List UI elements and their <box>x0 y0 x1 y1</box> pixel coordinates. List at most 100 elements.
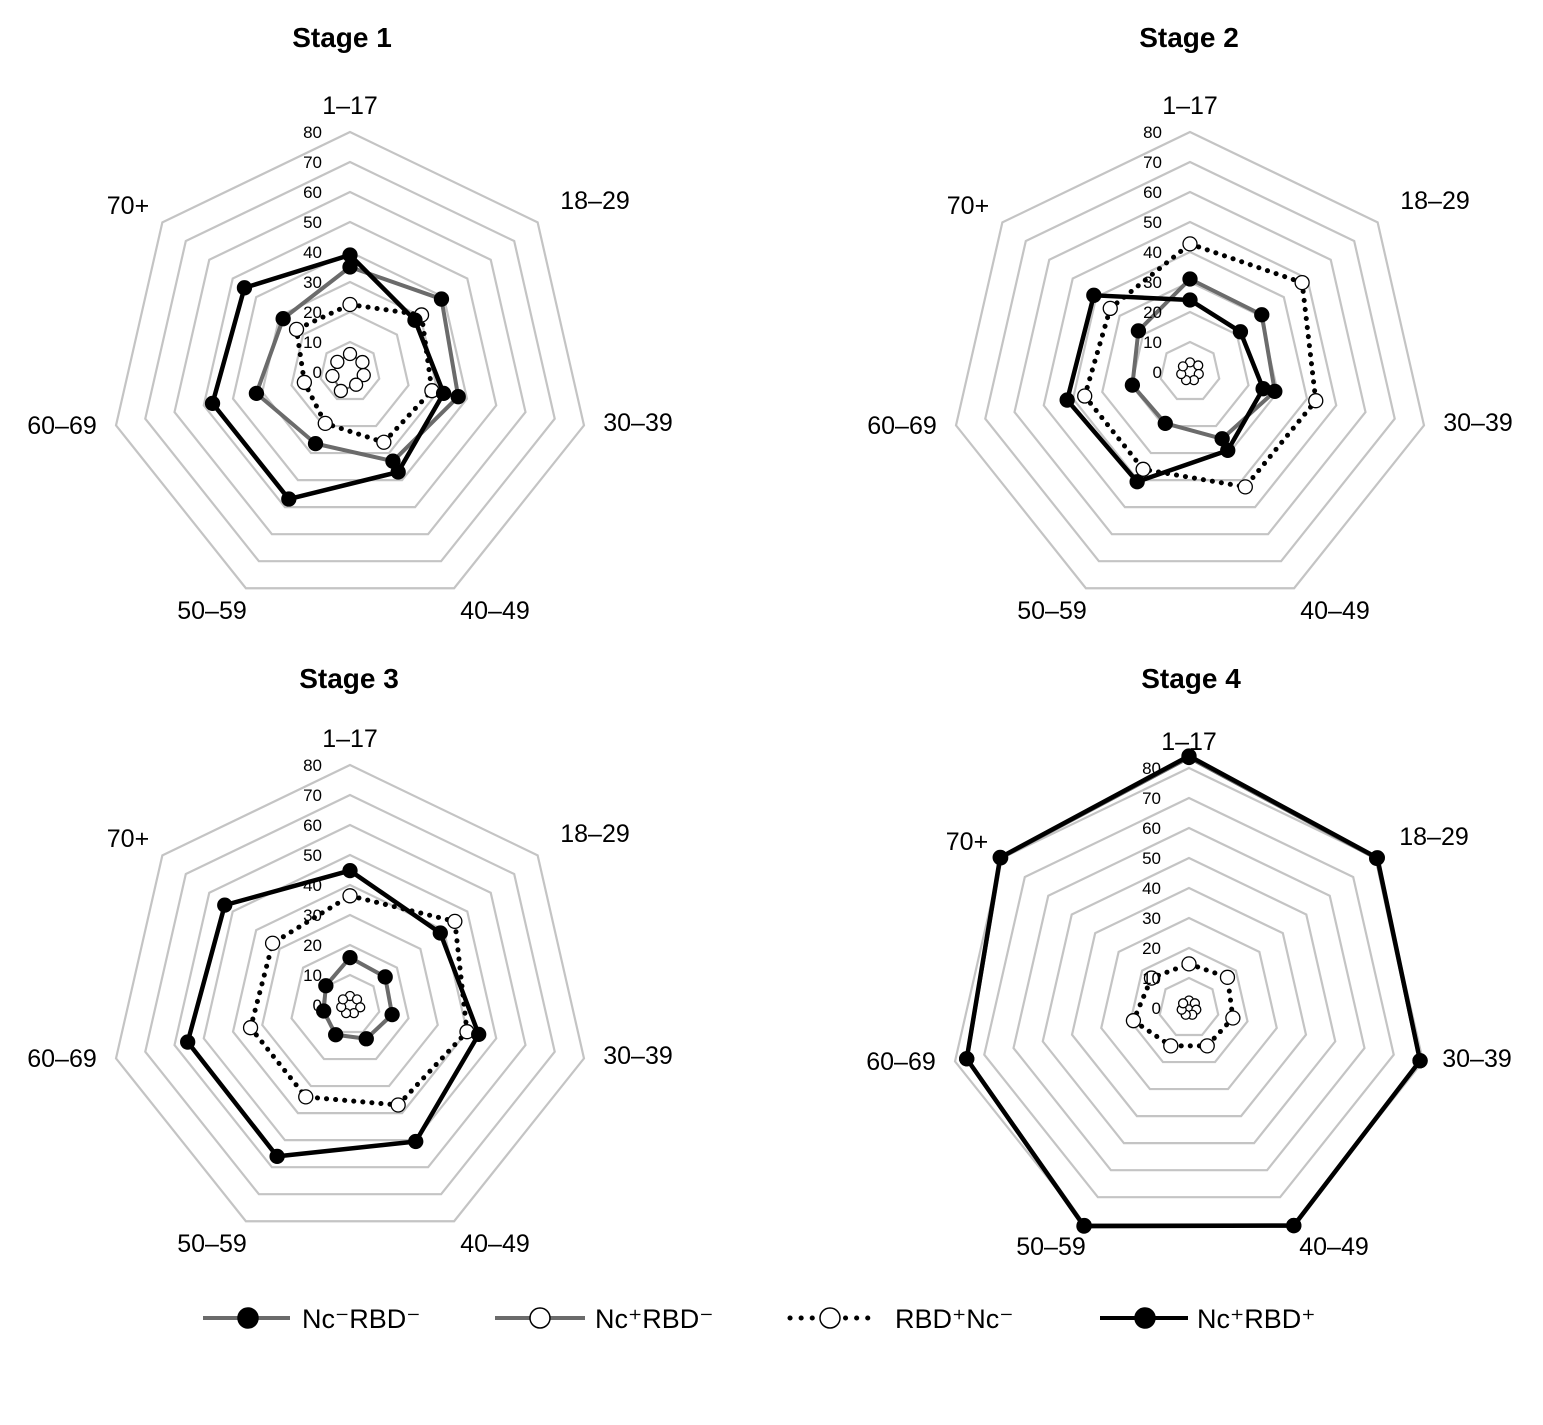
axis-label: 40–49 <box>1300 597 1370 625</box>
axis-label: 30–39 <box>1443 409 1513 437</box>
grid-ring-30 <box>261 913 439 1088</box>
radial-tick-label: 10 <box>1142 969 1161 988</box>
grid-ring-70 <box>144 160 556 563</box>
data-point-nc_neg_rbd_neg <box>384 1006 400 1023</box>
radial-tick-label: 20 <box>1142 939 1161 958</box>
grid-ring-60 <box>173 823 527 1169</box>
grid-ring-40 <box>1070 886 1308 1118</box>
data-point-nc_pos_rbd_neg <box>355 1002 366 1013</box>
panel-title: Stage 3 <box>299 663 399 694</box>
grid-ring-80 <box>114 763 586 1223</box>
data-point-nc_neg_rbd_neg <box>450 389 466 405</box>
grid-ring-10 <box>319 340 381 401</box>
grid-ring-60 <box>1012 826 1366 1172</box>
series-nc_pos_rbd_pos <box>180 862 487 1165</box>
data-point-nc_pos_rbd_pos <box>1255 381 1271 397</box>
data-point-nc_neg_rbd_neg <box>316 1003 332 1019</box>
data-point-nc_pos_rbd_pos <box>1220 442 1236 459</box>
grid-ring-40 <box>1071 250 1309 482</box>
grid-ring-40 <box>231 250 469 482</box>
series-line-nc_pos_rbd_pos <box>210 252 446 502</box>
data-point-nc_pos_rbd_pos <box>1076 1218 1092 1234</box>
axis-label: 50–59 <box>1016 1233 1086 1261</box>
radial-tick-label: 40 <box>1142 879 1161 898</box>
data-point-nc_pos_rbd_pos <box>1129 474 1145 490</box>
radial-tick-label: 50 <box>303 846 322 865</box>
radial-tick-label: 70 <box>1143 153 1162 172</box>
radial-tick-label: 70 <box>1142 789 1161 808</box>
radial-tick-label: 10 <box>1143 333 1162 352</box>
data-point-rbd_pos_nc_neg <box>1181 956 1197 972</box>
radial-tick-label: 80 <box>303 123 322 142</box>
data-point-rbd_pos_nc_neg <box>1219 969 1236 985</box>
data-point-nc_neg_rbd_neg <box>358 1031 374 1047</box>
data-point-nc_pos_rbd_pos <box>390 464 406 480</box>
axis-label: 30–39 <box>603 409 673 437</box>
axis-label: 50–59 <box>1017 597 1087 625</box>
radial-tick-label: 80 <box>1143 123 1162 142</box>
radial-tick-label: 70 <box>303 786 322 805</box>
data-point-nc_pos_rbd_pos <box>281 491 297 507</box>
data-point-rbd_pos_nc_neg <box>390 1097 406 1113</box>
radial-tick-label: 0 <box>1153 363 1162 382</box>
data-point-rbd_pos_nc_neg <box>1308 393 1324 409</box>
axis-label: 1–17 <box>322 92 378 120</box>
radar-panel-stage-4: Stage 41–1718–2930–3940–4950–5960–6970+0… <box>866 663 1512 1261</box>
grid-ring-10 <box>1159 340 1221 401</box>
legend-marker <box>819 1307 841 1329</box>
radial-tick-label: 0 <box>313 996 322 1015</box>
grid-ring-30 <box>1100 916 1278 1091</box>
data-point-rbd_pos_nc_neg <box>342 888 358 904</box>
grid-ring-50 <box>202 853 498 1142</box>
axis-label: 30–39 <box>1442 1045 1512 1073</box>
axis-label: 70+ <box>946 828 988 856</box>
radial-tick-label: 40 <box>1143 243 1162 262</box>
legend-item-rbd_pos_nc_neg: RBD⁺Nc⁻ <box>787 1304 1014 1334</box>
data-point-nc_pos_rbd_neg <box>337 994 349 1005</box>
grid-ring-70 <box>144 793 556 1196</box>
panel-title: Stage 1 <box>292 22 392 53</box>
data-point-nc_neg_rbd_neg <box>1124 377 1141 393</box>
data-point-nc_pos_rbd_neg <box>325 368 340 384</box>
data-point-nc_pos_rbd_neg <box>330 354 345 370</box>
radar-panel-stage-2: Stage 21–1718–2930–3940–4950–5960–6970+0… <box>867 22 1513 625</box>
axis-label: 60–69 <box>27 412 97 440</box>
radar-panel-stage-3: Stage 31–1718–2930–3940–4950–5960–6970+0… <box>27 663 673 1258</box>
data-point-nc_neg_rbd_neg <box>318 978 334 994</box>
radial-tick-label: 30 <box>303 906 322 925</box>
radial-tick-label: 60 <box>303 183 322 202</box>
data-point-rbd_pos_nc_neg <box>288 321 305 338</box>
data-point-nc_neg_rbd_neg <box>275 311 291 327</box>
data-point-rbd_pos_nc_neg <box>1125 1013 1142 1029</box>
grid-ring-70 <box>984 160 1396 563</box>
data-point-nc_pos_rbd_pos <box>992 849 1008 866</box>
data-point-rbd_pos_nc_neg <box>342 296 358 313</box>
axis-label: 60–69 <box>866 1048 936 1076</box>
data-point-nc_neg_rbd_neg <box>307 435 324 452</box>
axis-label: 50–59 <box>177 597 247 625</box>
series-nc_pos_rbd_pos <box>959 748 1428 1234</box>
series-nc_pos_rbd_pos <box>204 247 452 507</box>
panel-title: Stage 2 <box>1139 22 1239 53</box>
axis-label: 1–17 <box>322 725 378 753</box>
data-point-rbd_pos_nc_neg <box>264 935 281 951</box>
data-point-rbd_pos_nc_neg <box>1199 1038 1215 1054</box>
radial-tick-label: 80 <box>1142 759 1161 778</box>
data-point-nc_pos_rbd_pos <box>1086 287 1102 303</box>
data-point-nc_pos_rbd_pos <box>471 1026 487 1043</box>
data-point-nc_neg_rbd_neg <box>1182 271 1198 287</box>
data-point-rbd_pos_nc_neg <box>1182 236 1198 252</box>
data-point-nc_pos_rbd_neg <box>355 354 370 370</box>
series-line-nc_neg_rbd_neg <box>1130 277 1277 441</box>
grid-ring-50 <box>1042 220 1338 509</box>
series-line-rbd_pos_nc_neg <box>294 302 435 445</box>
radial-tick-label: 30 <box>1143 273 1162 292</box>
axis-label: 40–49 <box>460 597 530 625</box>
axis-label: 18–29 <box>560 820 630 848</box>
radial-tick-label: 50 <box>1142 849 1161 868</box>
series-rbd_pos_nc_neg <box>1077 236 1324 495</box>
